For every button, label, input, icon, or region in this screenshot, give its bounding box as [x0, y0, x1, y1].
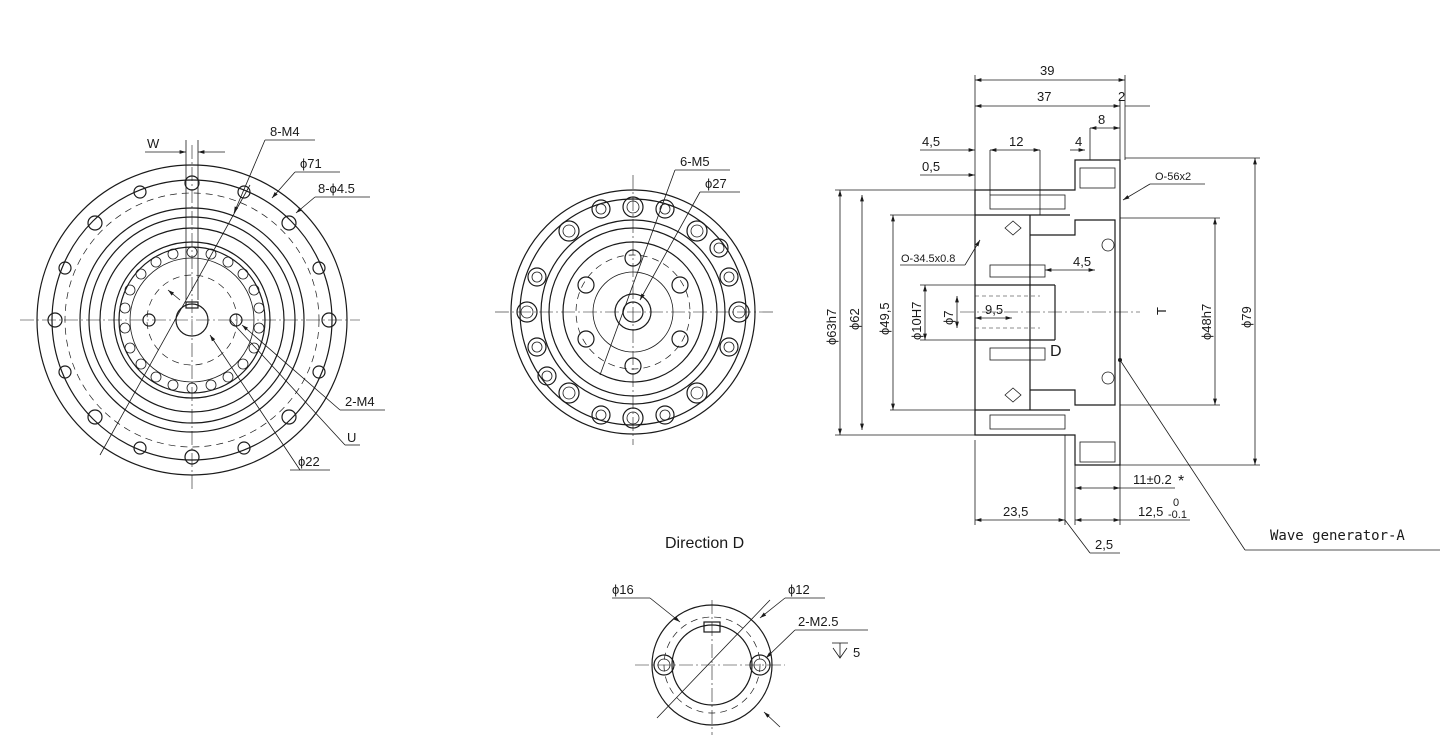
dim-phi49-5: ϕ49,5 — [877, 302, 892, 335]
dim-asterisk: * — [1178, 473, 1184, 490]
front-view: W 8-M4 ϕ71 8-ϕ4.5 2-M4 U ϕ22 — [20, 124, 385, 490]
label-t: T — [1154, 307, 1169, 315]
label-depth-5: 5 — [853, 645, 860, 660]
rear-view: 6-M5 ϕ27 — [495, 154, 775, 445]
dim-0-5: 0,5 — [922, 159, 940, 174]
rear-m5-holes — [577, 249, 689, 375]
dim-phi62: ϕ62 — [847, 308, 862, 330]
label-6-m5: 6-M5 — [680, 154, 710, 169]
dim-phi10h7: ϕ10H7 — [909, 302, 924, 340]
depth-icon — [832, 642, 848, 659]
label-u: U — [347, 430, 356, 445]
label-phi22: ϕ22 — [298, 454, 320, 469]
label-wave-generator: Wave generator-A — [1270, 528, 1405, 544]
bearing-balls — [119, 246, 265, 394]
label-oring-56: O-56x2 — [1155, 171, 1191, 183]
front-bolt-holes — [47, 175, 337, 465]
rear-bolt-holes — [516, 196, 750, 429]
dim-4: 4 — [1075, 134, 1082, 149]
dim-phi79: ϕ79 — [1239, 306, 1254, 328]
dim-39: 39 — [1040, 63, 1054, 78]
dim-23-5: 23,5 — [1003, 504, 1028, 519]
dim-2-5: 2,5 — [1095, 537, 1113, 552]
dim-9-5: 9,5 — [985, 302, 1003, 317]
label-w: W — [147, 136, 160, 151]
dim-12-5-lower: -0.1 — [1168, 509, 1187, 521]
dim-4-5-inner: 4,5 — [1073, 254, 1091, 269]
label-8-m4: 8-M4 — [270, 124, 300, 139]
dim-11: 11±0.2 — [1133, 472, 1172, 487]
dim-4-5-top: 4,5 — [922, 134, 940, 149]
label-oring-345: O-34.5x0.8 — [901, 253, 955, 265]
dim-12-5: 12,5 — [1138, 504, 1163, 519]
dim-phi63h7: ϕ63h7 — [824, 309, 839, 345]
dim-37: 37 — [1037, 89, 1051, 104]
section-view: 39 37 2 8 4,5 12 4 0,5 O-56x2 O-34.5x0.8… — [824, 63, 1440, 554]
dim-12-5-upper: 0 — [1173, 497, 1179, 509]
dim-12: 12 — [1009, 134, 1023, 149]
direction-title: Direction D — [665, 535, 744, 552]
label-phi12: ϕ12 — [788, 582, 810, 597]
direction-d-view: Direction D ϕ16 ϕ12 2-M2.5 5 — [612, 535, 868, 735]
label-d: D — [1050, 343, 1062, 360]
dim-phi7: ϕ7 — [941, 310, 956, 325]
label-2-m2-5: 2-M2.5 — [798, 614, 838, 629]
dim-2: 2 — [1118, 89, 1125, 104]
label-2-m4: 2-M4 — [345, 394, 375, 409]
label-8-phi45: 8-ϕ4.5 — [318, 181, 355, 196]
dim-8: 8 — [1098, 112, 1105, 127]
label-phi71: ϕ71 — [300, 156, 322, 171]
label-phi27: ϕ27 — [705, 176, 727, 191]
dim-phi48h7: ϕ48h7 — [1199, 304, 1214, 340]
label-phi16: ϕ16 — [612, 582, 634, 597]
